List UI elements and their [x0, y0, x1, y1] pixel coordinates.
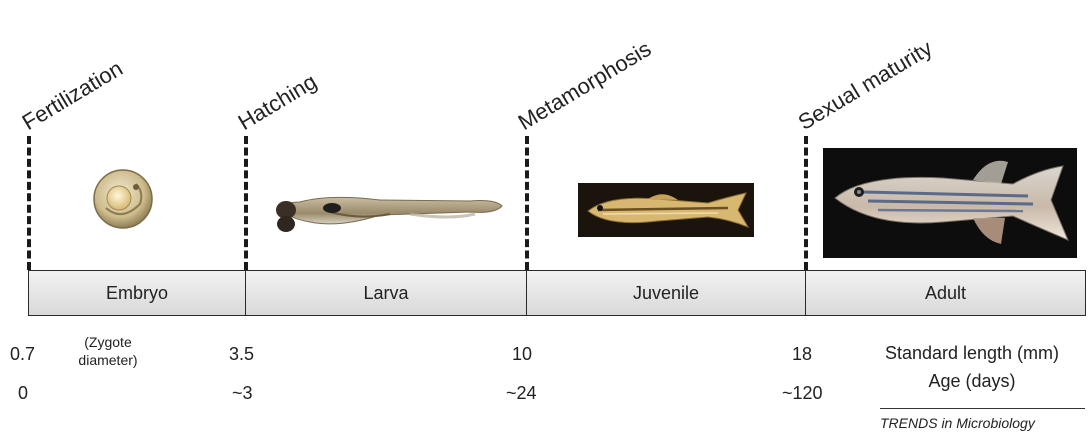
age-value-hatching: ~3	[232, 383, 253, 404]
length-value-metamorphosis: 10	[512, 344, 532, 365]
milestone-line-fertilization	[27, 136, 31, 270]
length-value-sexual-maturity: 18	[792, 344, 812, 365]
stage-bar: Embryo Larva Juvenile Adult	[28, 270, 1086, 316]
milestone-line-hatching	[244, 136, 248, 270]
stage-larva: Larva	[246, 271, 527, 315]
age-value-metamorphosis: ~24	[506, 383, 537, 404]
milestone-metamorphosis: Metamorphosis	[515, 38, 655, 134]
stage-adult: Adult	[806, 271, 1085, 315]
stage-embryo: Embryo	[29, 271, 246, 315]
juvenile-image	[578, 183, 754, 237]
length-value-fertilization: 0.7	[10, 344, 35, 365]
zygote-diameter-note: (Zygote diameter)	[58, 334, 158, 369]
milestone-fertilization: Fertilization	[19, 57, 127, 134]
milestone-line-sexual-maturity	[804, 136, 808, 270]
milestone-sexual-maturity: Sexual maturity	[795, 37, 936, 134]
standard-length-label: Standard length (mm)	[858, 342, 1086, 365]
source-credit: TRENDS in Microbiology	[880, 408, 1085, 431]
larva-image	[270, 188, 505, 236]
age-label: Age (days)	[858, 370, 1086, 393]
age-value-fertilization: 0	[18, 383, 28, 404]
milestone-line-metamorphosis	[525, 136, 529, 270]
age-value-sexual-maturity: ~120	[782, 383, 823, 404]
adult-image	[823, 148, 1077, 258]
length-value-hatching: 3.5	[229, 344, 254, 365]
milestone-hatching: Hatching	[235, 70, 321, 134]
embryo-image	[92, 168, 154, 230]
stage-juvenile: Juvenile	[527, 271, 806, 315]
